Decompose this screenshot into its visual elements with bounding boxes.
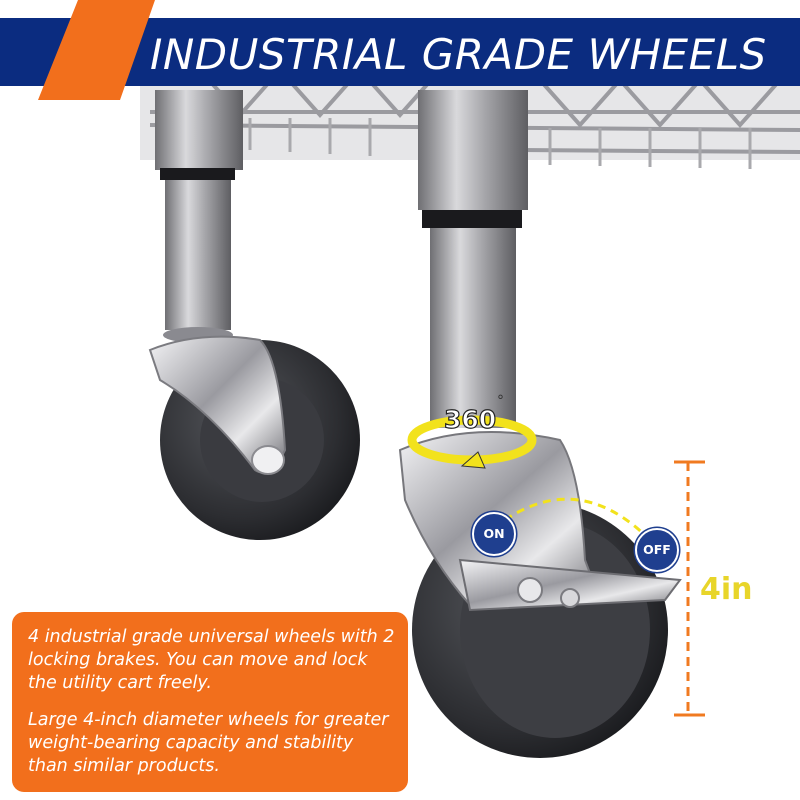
rotation-label: 360	[443, 404, 497, 434]
banner: INDUSTRIAL GRADE WHEELS	[0, 0, 800, 100]
left-caster	[148, 90, 360, 540]
brake-dashed-arc	[504, 497, 652, 542]
rotation-ring	[407, 415, 537, 469]
banner-shapes	[0, 0, 800, 100]
caption-paragraph-1: 4 industrial grade universal wheels with…	[28, 627, 395, 693]
dimension-line	[674, 460, 705, 717]
degree-symbol: °	[497, 393, 504, 409]
right-caster	[398, 90, 682, 758]
feature-caption: 4 industrial grade universal wheels with…	[12, 612, 408, 792]
caption-paragraph-2: Large 4-inch diameter wheels for greater…	[28, 710, 389, 776]
brake-on-badge: ON	[472, 512, 516, 556]
banner-title: INDUSTRIAL GRADE WHEELS	[150, 30, 767, 79]
brake-off-badge: OFF	[635, 528, 679, 572]
wheel-size-label: 4in	[700, 572, 753, 607]
